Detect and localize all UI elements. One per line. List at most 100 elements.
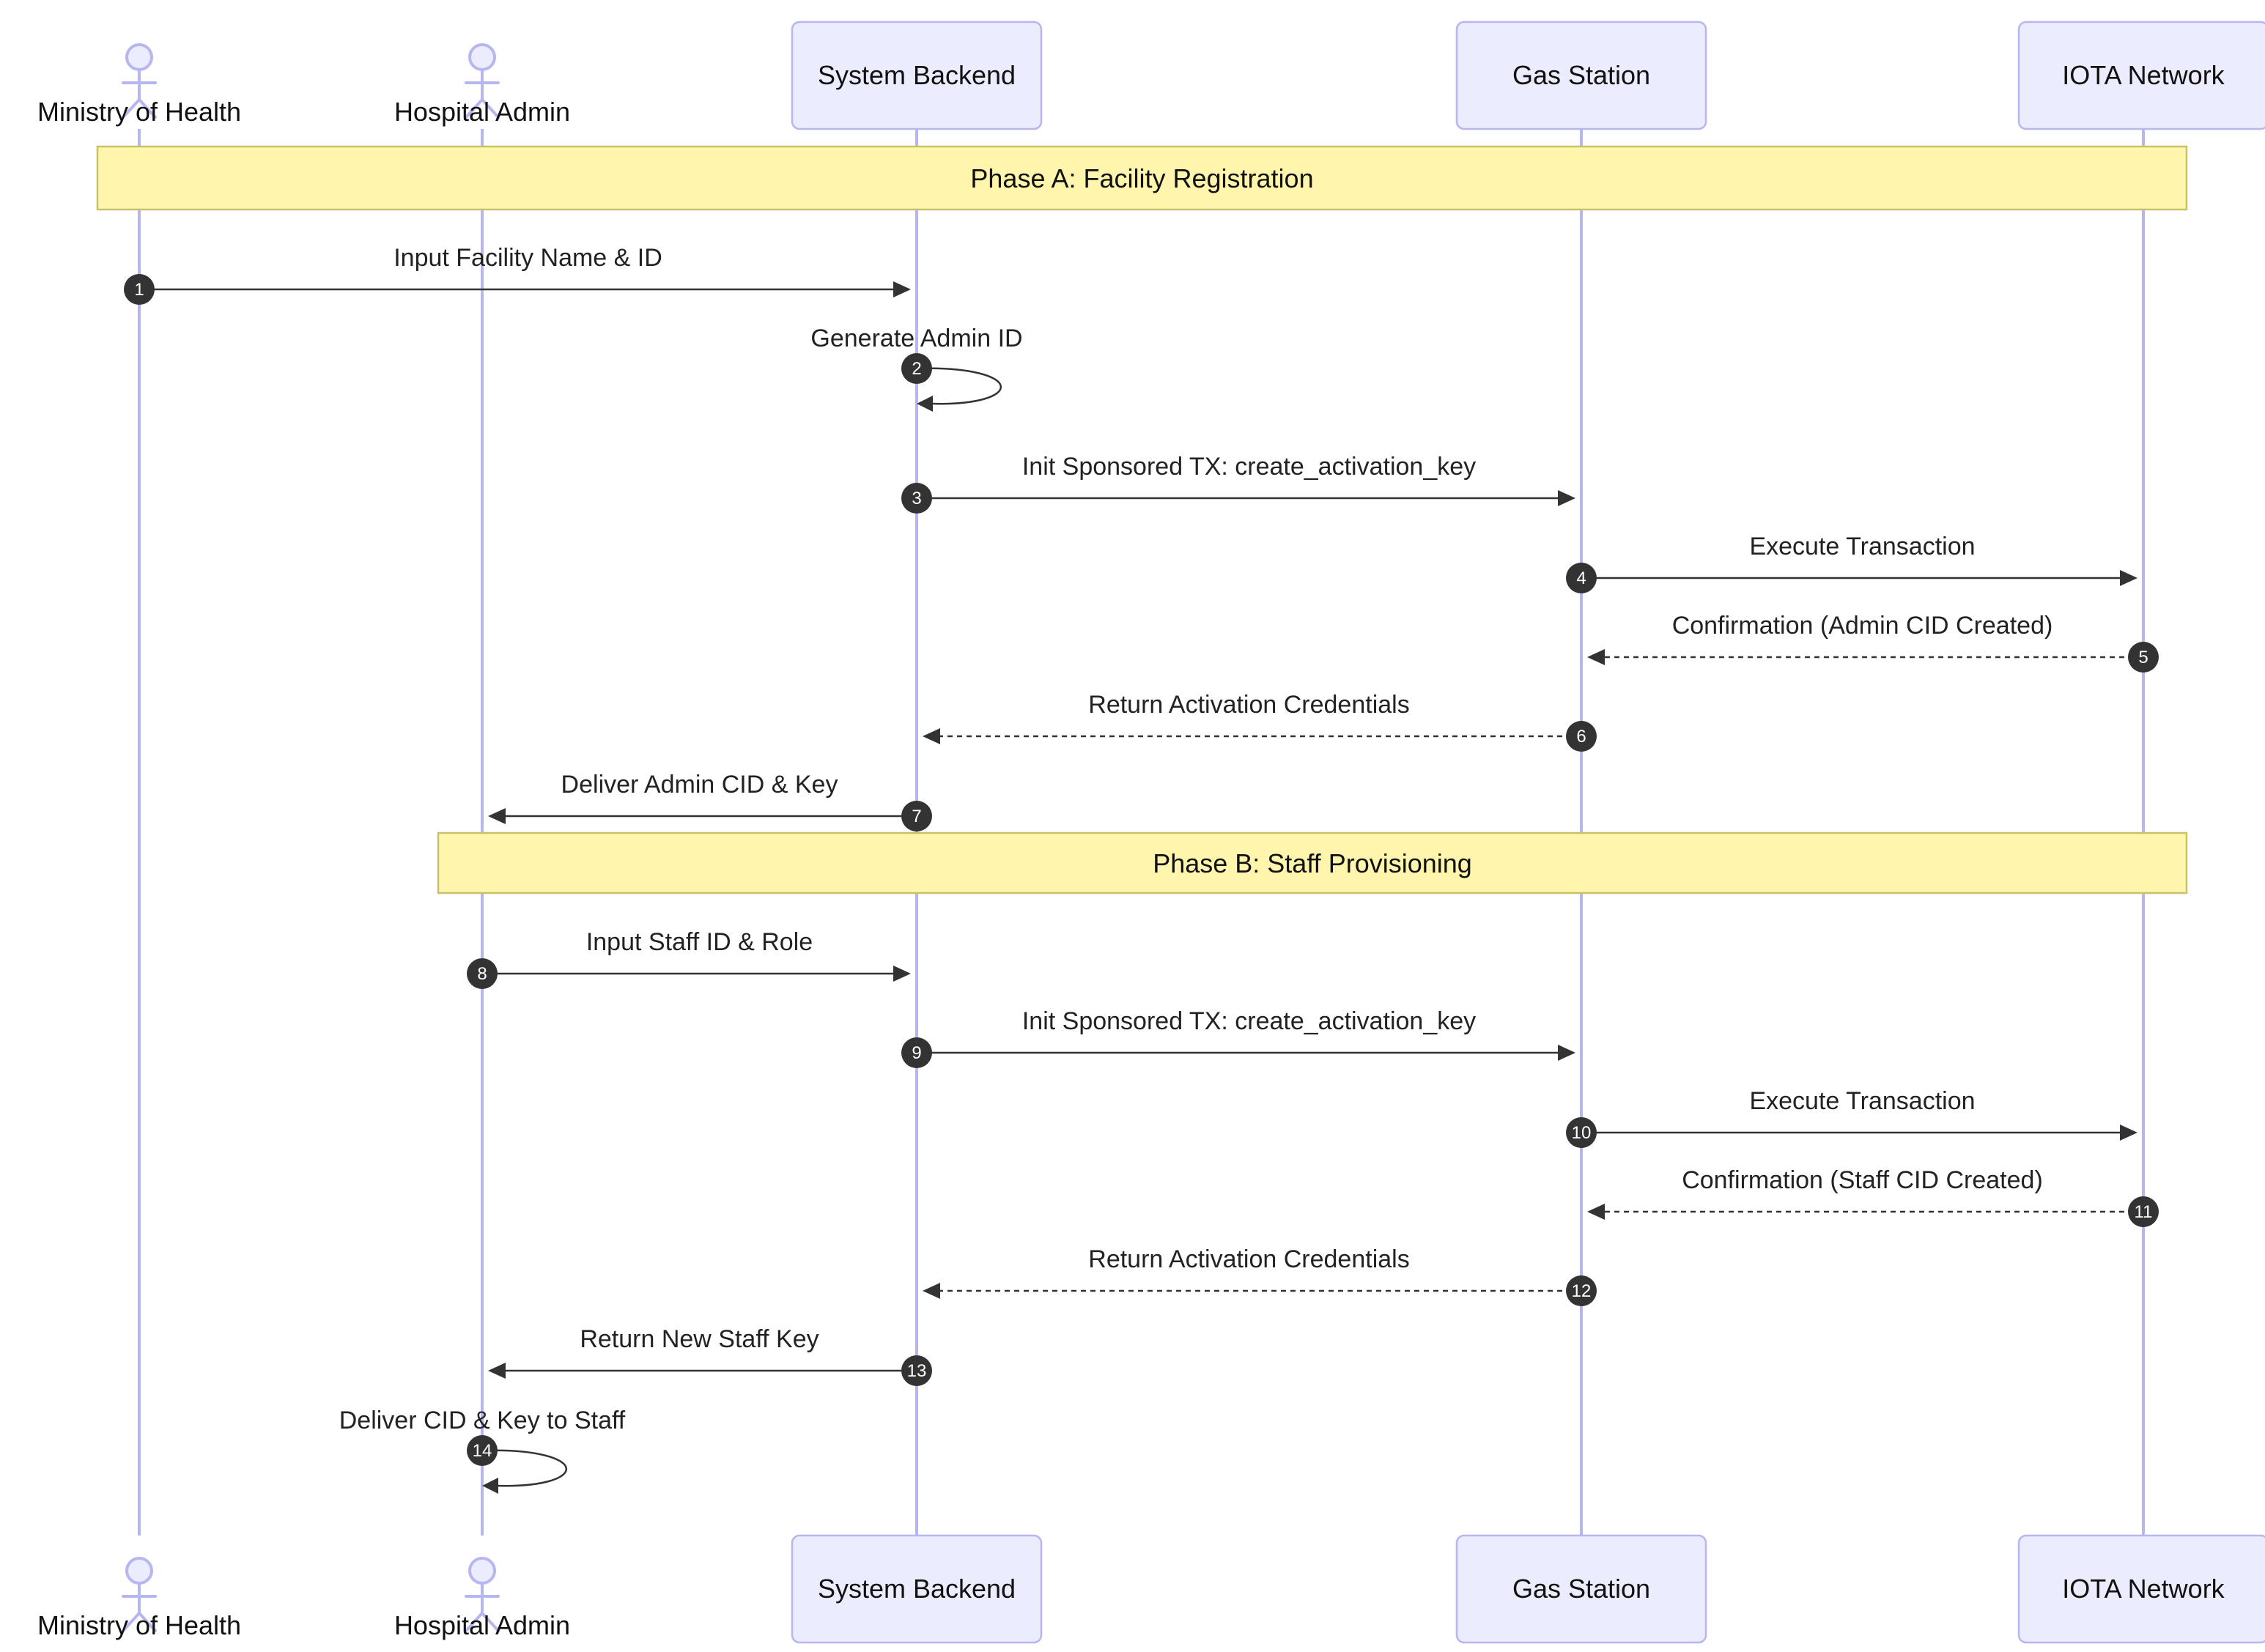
message-loop — [916, 367, 1002, 405]
message-label: Return Activation Credentials — [1088, 1245, 1409, 1273]
step-badge — [901, 801, 932, 831]
participant-admin-top: Hospital Admin — [394, 43, 570, 127]
arrowhead — [1587, 649, 1605, 665]
message-5: Confirmation (Admin CID Created) 5 — [1587, 612, 2159, 673]
person-icon-leg-right — [481, 98, 500, 119]
message-11: Confirmation (Staff CID Created) 11 — [1587, 1166, 2159, 1227]
step-number: 2 — [912, 359, 921, 379]
participant-iota-top: IOTA Network — [2017, 21, 2265, 130]
step-badge — [901, 1355, 932, 1386]
participant-box — [2017, 1534, 2265, 1644]
step-number: 1 — [134, 280, 144, 300]
message-9: Init Sponsored TX: create_activation_key… — [901, 1007, 1575, 1068]
phase-note: Phase A: Facility Registration — [96, 145, 2188, 211]
step-number: 7 — [912, 807, 921, 826]
person-icon-leg-right — [138, 1612, 157, 1632]
message-6: Return Activation Credentials 6 — [923, 691, 1597, 752]
participant-label: Hospital Admin — [394, 97, 570, 127]
step-badge — [1566, 1117, 1597, 1148]
arrowhead — [923, 1283, 940, 1299]
participant-box — [791, 21, 1043, 130]
participant-backend-bottom: System Backend — [791, 1534, 1043, 1644]
participant-box — [791, 1534, 1043, 1644]
person-icon-leg-right — [138, 98, 157, 119]
step-number: 6 — [1576, 727, 1586, 747]
message-1: Input Facility Name & ID 1 — [124, 244, 911, 305]
step-number: 12 — [1572, 1281, 1592, 1301]
participant-label: System Backend — [818, 1574, 1016, 1604]
message-loop — [481, 1449, 568, 1487]
person-icon — [465, 43, 500, 119]
participant-label: IOTA Network — [2062, 60, 2225, 90]
message-label: Init Sponsored TX: create_activation_key — [1022, 1007, 1476, 1035]
person-icon — [465, 1557, 500, 1632]
step-number: 3 — [912, 489, 921, 508]
participant-gas-top: Gas Station — [1455, 21, 1707, 130]
participant-gas-bottom: Gas Station — [1455, 1534, 1707, 1644]
participant-backend-top: System Backend — [791, 21, 1043, 130]
step-badge — [901, 483, 932, 514]
participant-label: Ministry of Health — [37, 97, 241, 127]
arrowhead — [488, 1363, 506, 1379]
step-badge — [2128, 642, 2159, 673]
person-icon-leg-left — [465, 98, 484, 119]
arrowhead — [488, 808, 506, 824]
message-label: Deliver CID & Key to Staff — [339, 1407, 626, 1434]
person-icon — [122, 1557, 157, 1632]
participant-label: Gas Station — [1512, 1574, 1650, 1604]
message-label: Execute Transaction — [1749, 1087, 1975, 1115]
person-icon-head — [125, 1557, 153, 1585]
phase-note: Phase B: Staff Provisioning — [437, 831, 2188, 894]
step-number: 13 — [907, 1361, 927, 1381]
step-number: 14 — [473, 1441, 492, 1461]
person-icon — [122, 43, 157, 119]
step-badge — [124, 274, 155, 305]
phase-note-label: Phase A: Facility Registration — [970, 163, 1313, 193]
person-icon-leg-right — [481, 1612, 500, 1632]
participant-label: Ministry of Health — [37, 1610, 241, 1640]
step-badge — [467, 1435, 498, 1466]
message-12: Return Activation Credentials 12 — [923, 1245, 1597, 1306]
step-number: 5 — [2138, 648, 2148, 667]
message-label: Input Staff ID & Role — [586, 928, 813, 956]
step-badge — [901, 1037, 932, 1068]
step-badge — [1566, 721, 1597, 752]
step-badge — [1566, 563, 1597, 593]
participant-label: Gas Station — [1512, 60, 1650, 90]
step-number: 11 — [2135, 1202, 2153, 1222]
message-label: Deliver Admin CID & Key — [561, 771, 838, 799]
message-label: Confirmation (Admin CID Created) — [1672, 612, 2053, 640]
participant-box — [1455, 1534, 1707, 1644]
person-icon-leg-left — [465, 1612, 484, 1632]
participant-label: Hospital Admin — [394, 1610, 570, 1640]
participant-iota-bottom: IOTA Network — [2017, 1534, 2265, 1644]
message-label: Return Activation Credentials — [1088, 691, 1409, 719]
participant-box — [2017, 21, 2265, 130]
arrowhead — [893, 281, 911, 297]
step-badge — [2128, 1196, 2159, 1227]
message-14: Deliver CID & Key to Staff 14 — [339, 1407, 626, 1494]
message-label: Input Facility Name & ID — [393, 244, 662, 272]
participant-moh-top: Ministry of Health — [37, 43, 241, 127]
message-label: Generate Admin ID — [810, 325, 1022, 352]
arrowhead — [1558, 490, 1575, 506]
step-number: 8 — [477, 964, 487, 984]
message-label: Confirmation (Staff CID Created) — [1682, 1166, 2043, 1194]
arrowhead — [1558, 1045, 1575, 1061]
arrowhead — [923, 728, 940, 744]
message-3: Init Sponsored TX: create_activation_key… — [901, 453, 1575, 514]
arrowhead — [1587, 1204, 1605, 1220]
person-icon-head — [468, 1557, 496, 1585]
message-label: Init Sponsored TX: create_activation_key — [1022, 453, 1476, 481]
arrowhead — [917, 396, 933, 412]
person-icon-head — [125, 43, 153, 71]
person-icon-head — [468, 43, 496, 71]
phase-note-box — [437, 831, 2188, 894]
arrowhead — [2120, 570, 2137, 586]
step-number: 9 — [912, 1043, 921, 1063]
